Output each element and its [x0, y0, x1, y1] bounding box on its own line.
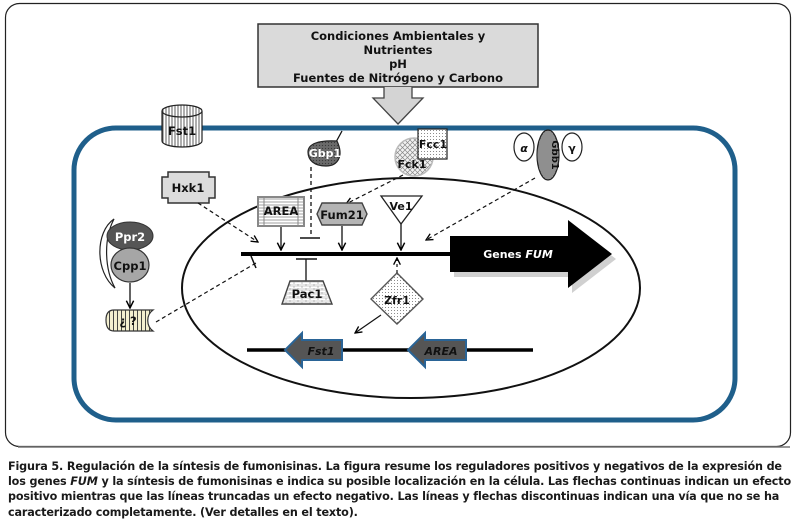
cpp1-label: Cpp1 [114, 259, 147, 273]
ve1-protein: Ve1 [379, 195, 424, 226]
hxk1-to-genes-arrow [197, 202, 258, 242]
fst1-gene-label: Fst1 [308, 345, 335, 358]
genes-fum-italic: FUM [525, 248, 552, 261]
ve1-label: Ve1 [389, 200, 412, 213]
g-gamma-label: γ [568, 142, 576, 155]
fcc1-label: Fcc1 [419, 138, 447, 151]
pac1-label: Pac1 [292, 287, 323, 301]
environment-line-4: Fuentes de Nitrógeno y Carbono [293, 71, 503, 85]
g-alpha-label: α [520, 142, 528, 155]
genes-fum-arrow: Genes FUM [450, 220, 616, 293]
pac1-protein: Pac1 [281, 280, 334, 305]
zfr1-label: Zfr1 [384, 294, 410, 307]
unknown-inhibition-line [155, 262, 257, 323]
crescent-subunit [99, 218, 116, 289]
caption-italic-fum: FUM [70, 475, 98, 489]
fck1-label: Fck1 [397, 158, 426, 171]
cpp1-protein [110, 247, 150, 283]
unknown-inhibition-bar [250, 255, 257, 269]
g-alpha-subunit [513, 132, 535, 162]
fck1-to-fum21-arrow [346, 174, 404, 204]
zfr1-protein: Zfr1 [370, 272, 424, 325]
caption-text-1: La figura resume los reguladores positiv… [8, 460, 782, 489]
unknown-factor: ¿ ? [105, 309, 155, 332]
ppr2-label: Ppr2 [115, 230, 145, 244]
nucleus [181, 177, 641, 399]
area-protein: AREA [257, 196, 305, 227]
environment-down-arrow-icon [371, 87, 425, 125]
ppr2-cpp1-complex: Ppr2 Cpp1 [99, 218, 154, 289]
unknown-label: ¿ ? [119, 314, 136, 328]
regulation-diagram: Condiciones Ambientales y Nutrientes pH … [4, 2, 792, 448]
fcc1-protein: Fcc1 [417, 128, 448, 160]
environment-conditions-box: Condiciones Ambientales y Nutrientes pH … [257, 23, 539, 88]
caption-label: Figura 5. [8, 460, 64, 473]
hxk1-protein: Hxk1 [161, 171, 216, 204]
fst1-gene-arrow: Fst1 [283, 330, 343, 370]
fst1-transporter: Fst1 [161, 104, 203, 148]
fum21-protein: Fum21 [316, 202, 368, 226]
caption-text-2: y la síntesis de fumonisinas e indica su… [8, 475, 792, 519]
g-beta-label: Gbb1 [549, 140, 560, 170]
area-gene-arrow: AREA [406, 330, 467, 370]
environment-line-1: Condiciones Ambientales y [311, 29, 486, 43]
zfr1-to-fst1-arrow [355, 314, 382, 333]
area-gene-label: AREA [423, 345, 457, 358]
caption-title: Regulación de la síntesis de fumonisinas… [63, 460, 322, 473]
cell-membrane [71, 125, 738, 423]
svg-text:Genes FUM: Genes FUM [483, 248, 553, 261]
fum21-label: Fum21 [320, 208, 363, 222]
genes-fum-label: Genes [483, 248, 525, 261]
hxk1-label: Hxk1 [172, 181, 205, 195]
g-gamma-subunit [561, 132, 583, 162]
environment-line-2: Nutrientes [363, 43, 432, 57]
gbp1-protein: Gbp1 [307, 130, 343, 167]
environment-line-3: pH [389, 57, 407, 71]
area-protein-label: AREA [264, 204, 299, 218]
figure-caption: Figura 5. Regulación de la síntesis de f… [8, 459, 794, 520]
g-protein-complex: α γ Gbb1 [513, 129, 583, 181]
gbp1-label: Gbp1 [309, 147, 341, 160]
g-beta-subunit [536, 129, 560, 181]
fst1-label: Fst1 [168, 124, 196, 138]
